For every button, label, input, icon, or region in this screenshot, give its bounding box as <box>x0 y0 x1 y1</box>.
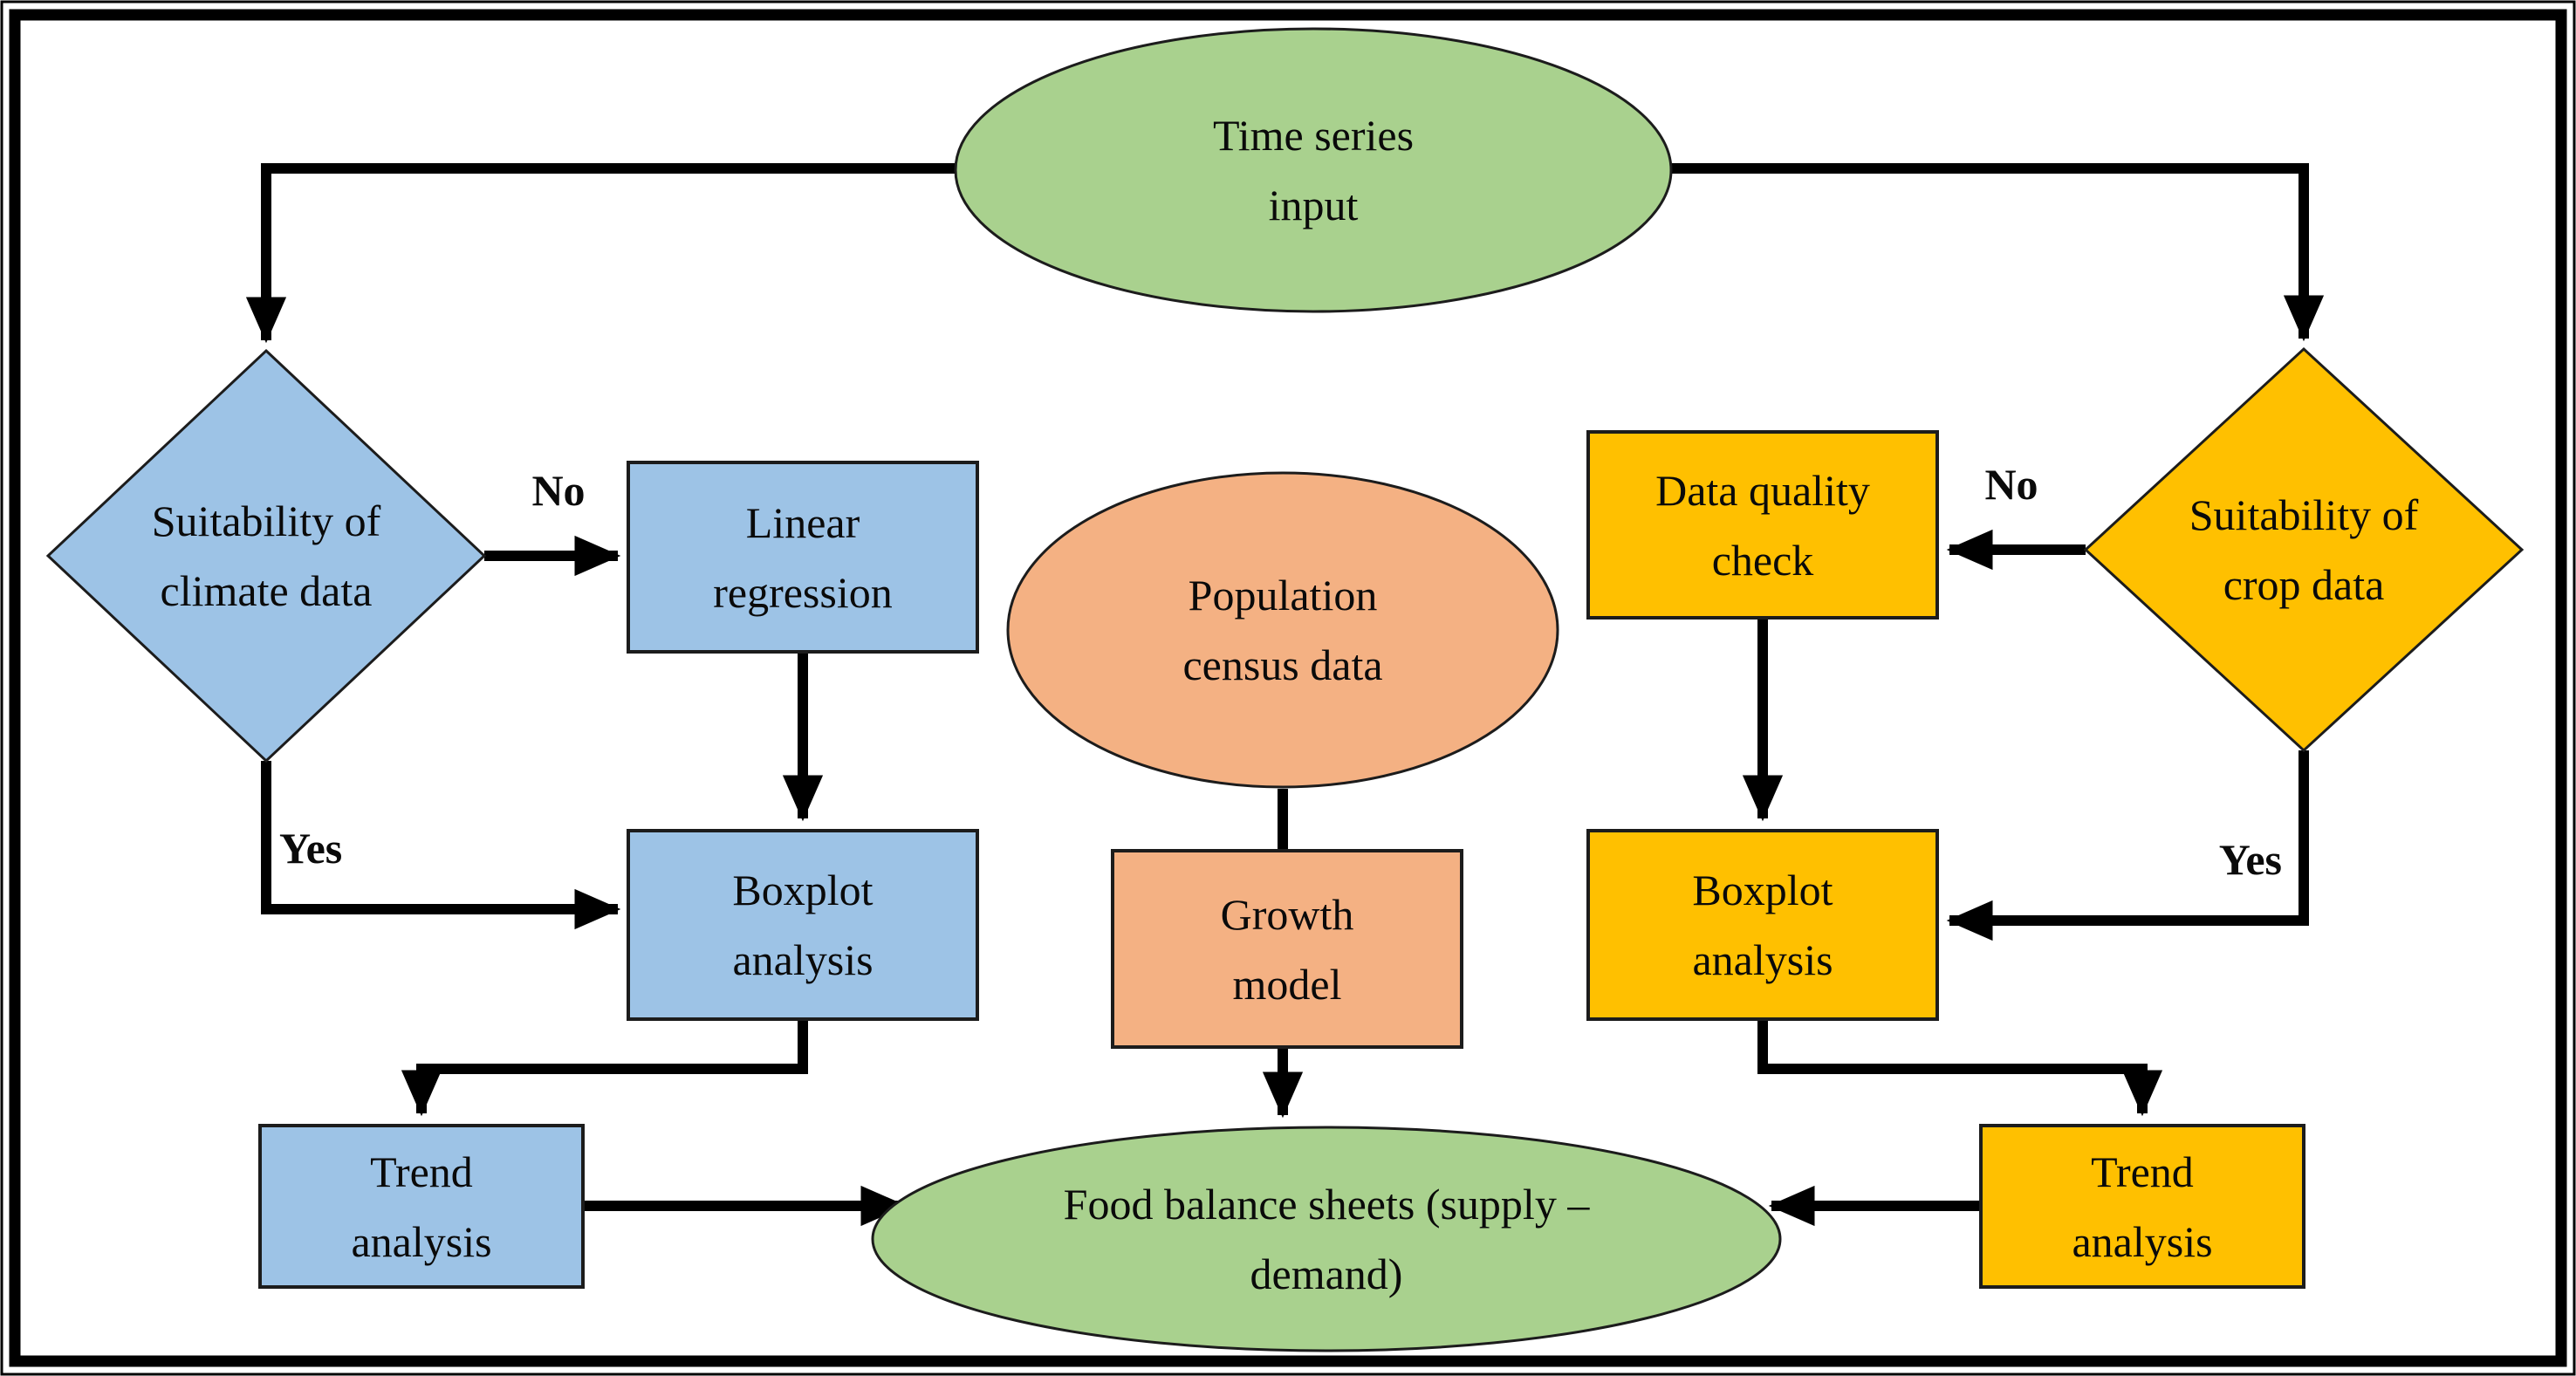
edge-timeseries-to-crop-diamond <box>1669 163 2325 342</box>
population-census-ellipse <box>1006 471 1559 789</box>
growth-model-box <box>1111 849 1463 1049</box>
data-quality-box <box>1586 430 1939 620</box>
edge-yes-right <box>1946 750 2309 941</box>
edge-timeseries-to-climate-diamond <box>245 163 957 344</box>
boxplot-left-box <box>627 829 979 1021</box>
crop-suitability-diamond <box>2083 346 2525 753</box>
edge-boxplot-to-trend-left <box>401 1019 808 1117</box>
linear-regression-box <box>627 461 979 654</box>
edge-boxplot-to-trend-right <box>1757 1019 2163 1117</box>
edge-yes-left <box>261 761 621 930</box>
food-balance-ellipse <box>871 1126 1782 1352</box>
time-series-ellipse <box>954 27 1673 313</box>
inner-frame <box>9 9 2567 1367</box>
trend-right-box <box>1979 1124 2305 1289</box>
climate-suitability-diamond <box>45 348 487 763</box>
trend-left-box <box>258 1124 585 1289</box>
boxplot-right-box <box>1586 829 1939 1021</box>
